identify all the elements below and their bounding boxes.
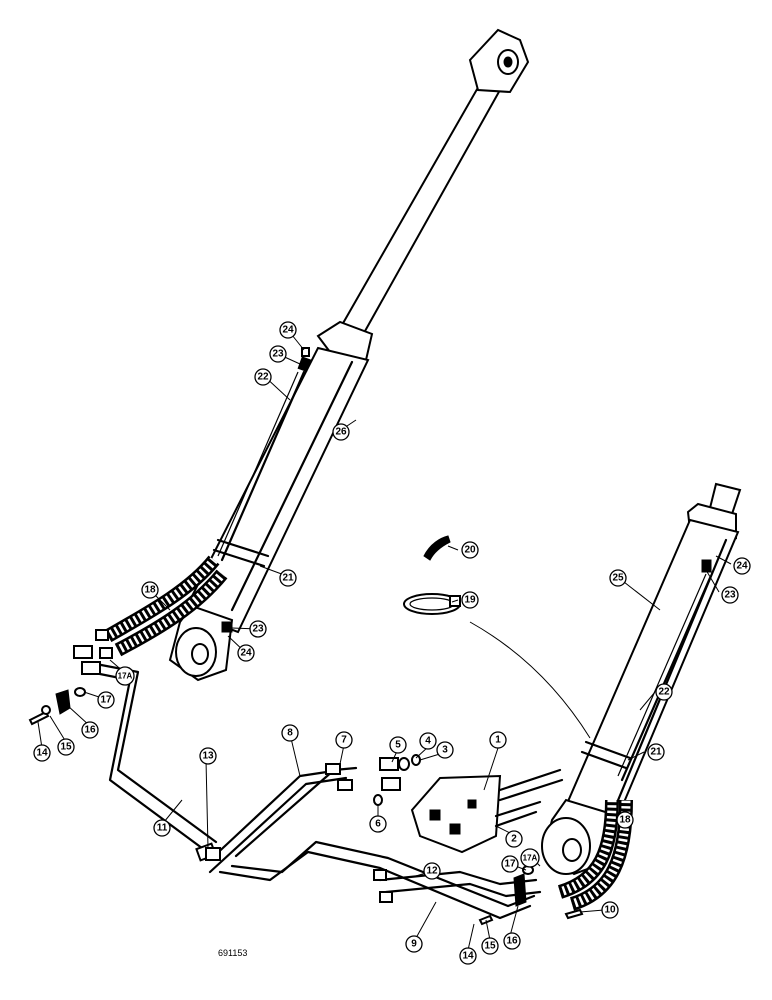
callout-16-right: 16: [503, 932, 521, 950]
callout-14-left: 14: [33, 744, 51, 762]
svg-text:23: 23: [252, 624, 264, 635]
callout-18-left: 18: [141, 581, 159, 599]
figure-number: 691153: [218, 948, 247, 958]
callout-9: 9: [405, 935, 423, 953]
svg-text:9: 9: [411, 939, 417, 950]
svg-text:20: 20: [464, 545, 476, 556]
callout-5: 5: [389, 736, 407, 754]
right-cylinder: [541, 482, 742, 876]
svg-text:1: 1: [495, 735, 501, 746]
callout-18-right: 18: [616, 811, 634, 829]
callout-23-right: 23: [721, 586, 739, 604]
callout-21-left: 21: [279, 569, 297, 587]
callout-19: 19: [461, 591, 479, 609]
hose-clamp: [403, 593, 461, 615]
svg-text:17A: 17A: [118, 672, 133, 681]
callout-23-left-bottom: 23: [249, 620, 267, 638]
svg-text:16: 16: [506, 936, 518, 947]
callout-16-left: 16: [81, 721, 99, 739]
svg-text:19: 19: [464, 595, 476, 606]
svg-text:24: 24: [736, 561, 748, 572]
svg-text:2: 2: [511, 834, 517, 845]
svg-text:22: 22: [658, 687, 670, 698]
svg-text:12: 12: [426, 866, 438, 877]
svg-text:5: 5: [395, 740, 401, 751]
callout-4: 4: [419, 732, 437, 750]
svg-text:4: 4: [425, 736, 431, 747]
callout-10: 10: [601, 901, 619, 919]
callout-8: 8: [281, 724, 299, 742]
callout-15-left: 15: [57, 738, 75, 756]
callout-13: 13: [199, 747, 217, 765]
callout-2: 2: [505, 830, 523, 848]
svg-text:26: 26: [335, 427, 347, 438]
svg-text:14: 14: [36, 748, 48, 759]
svg-text:10: 10: [604, 905, 616, 916]
svg-text:13: 13: [202, 751, 214, 762]
hose-clip: [423, 535, 451, 561]
svg-text:17: 17: [504, 859, 516, 870]
callout-15-right: 15: [481, 937, 499, 955]
callout-leaders: [37, 329, 732, 951]
callout-23-left-top: 23: [269, 345, 287, 363]
callout-26: 26: [332, 423, 350, 441]
svg-text:23: 23: [724, 590, 736, 601]
svg-text:24: 24: [240, 648, 252, 659]
svg-text:25: 25: [612, 573, 624, 584]
svg-text:22: 22: [257, 372, 269, 383]
svg-text:17: 17: [100, 695, 112, 706]
svg-text:16: 16: [84, 725, 96, 736]
callout-24-left-top: 24: [279, 321, 297, 339]
svg-text:7: 7: [341, 735, 347, 746]
left-hoses: [104, 555, 228, 657]
svg-text:3: 3: [442, 745, 448, 756]
callout-22-left: 22: [254, 368, 272, 386]
svg-text:24: 24: [282, 325, 294, 336]
callout-24-left-bottom: 24: [237, 644, 255, 662]
svg-text:8: 8: [287, 728, 293, 739]
svg-text:15: 15: [484, 941, 496, 952]
svg-text:11: 11: [157, 823, 168, 834]
callout-17A-left: 17A: [115, 666, 135, 686]
svg-text:15: 15: [60, 742, 72, 753]
callout-11: 11: [153, 819, 171, 837]
svg-text:18: 18: [144, 585, 156, 596]
svg-text:18: 18: [619, 815, 631, 826]
left-cylinder: [168, 28, 530, 682]
svg-text:23: 23: [272, 349, 284, 360]
control-valve: [410, 768, 564, 854]
callout-3: 3: [436, 741, 454, 759]
callout-17-right: 17: [501, 855, 519, 873]
hydraulic-tubes: [73, 629, 542, 920]
callout-17-left: 17: [97, 691, 115, 709]
callout-20: 20: [461, 541, 479, 559]
callout-24-right: 24: [733, 557, 751, 575]
callout-1: 1: [489, 731, 507, 749]
svg-text:6: 6: [375, 819, 381, 830]
callout-25: 25: [609, 569, 627, 587]
small-parts: [28, 687, 584, 926]
svg-text:21: 21: [650, 747, 662, 758]
callout-22-right: 22: [655, 683, 673, 701]
callout-14-right: 14: [459, 947, 477, 965]
valve-fittings: [373, 754, 421, 806]
callout-12: 12: [423, 862, 441, 880]
svg-text:14: 14: [462, 951, 474, 962]
callout-17A-right: 17A: [520, 848, 540, 868]
svg-text:17A: 17A: [523, 854, 538, 863]
callout-21-right: 21: [647, 743, 665, 761]
svg-text:21: 21: [282, 573, 294, 584]
callout-6: 6: [369, 815, 387, 833]
callout-7: 7: [335, 731, 353, 749]
